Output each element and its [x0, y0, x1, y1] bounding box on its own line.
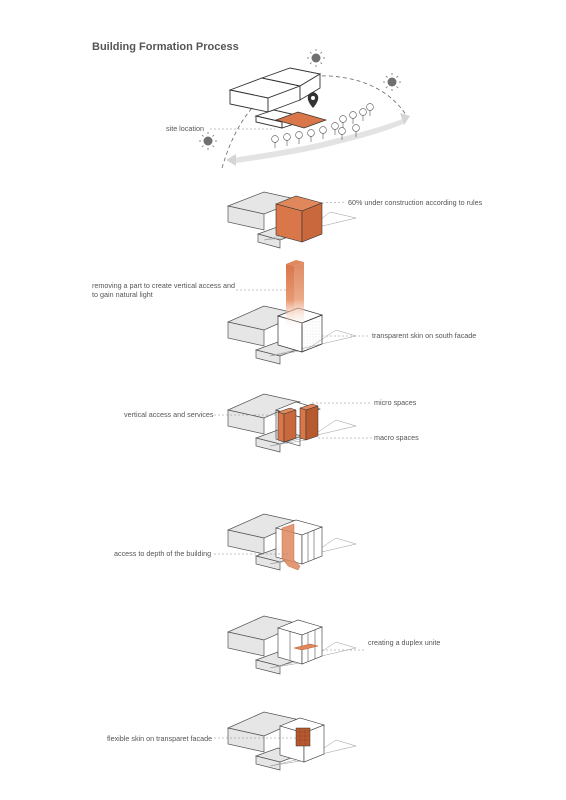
label-macro-spaces: macro spaces — [374, 433, 419, 442]
label-access-depth: access to depth of the building — [114, 549, 212, 558]
page-title: Building Formation Process — [92, 41, 239, 53]
location-pin-icon — [307, 92, 319, 108]
sun-icon — [307, 49, 325, 67]
sun-icon — [383, 73, 401, 91]
step-removing — [226, 260, 370, 365]
step-duplex — [226, 615, 366, 675]
step-construction — [226, 191, 357, 249]
label-removing: removing a part to create vertical acces… — [92, 281, 236, 299]
site-diagram — [199, 49, 410, 169]
label-construction: 60% under construction according to rule… — [348, 198, 483, 207]
step-spaces — [214, 393, 372, 453]
label-duplex: creating a duplex unite — [368, 638, 441, 647]
tree-icons — [271, 103, 374, 148]
label-transparent-skin: transparent skin on south facade — [372, 331, 477, 340]
label-site-location: site location — [166, 124, 204, 133]
label-flexible-skin: flexible skin on transparet facade — [107, 734, 213, 743]
step-access-depth — [214, 513, 357, 571]
label-vertical-access: vertical access and services — [124, 410, 214, 419]
label-micro-spaces: micro spaces — [374, 398, 417, 407]
sun-icon — [199, 132, 217, 150]
step-flexible-skin — [214, 711, 357, 771]
